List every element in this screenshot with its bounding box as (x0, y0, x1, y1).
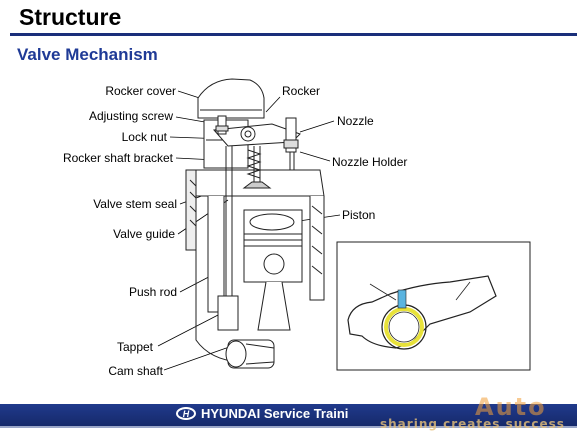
hyundai-logo-icon: H (176, 407, 196, 420)
footer-rule (0, 426, 577, 428)
label-rocker: Rocker (282, 84, 321, 98)
footer-brand-text: HYUNDAI Service Traini (201, 406, 349, 421)
label-piston: Piston (342, 208, 376, 222)
label-rocker-cover: Rocker cover (105, 84, 176, 98)
label-push-rod: Push rod (128, 285, 177, 299)
footer-bar (0, 404, 577, 426)
slide-title: Structure (19, 4, 122, 30)
label-nozzle: Nozzle (337, 114, 374, 128)
label-lock-nut: Lock nut (121, 130, 167, 144)
slide-subtitle: Valve Mechanism (17, 45, 158, 64)
watermark-tagline: sharing creates success (380, 417, 565, 431)
footer-brand: H HYUNDAI Service Traini (176, 406, 348, 421)
label-valve-stem-seal: Valve stem seal (93, 197, 177, 211)
label-nozzle-holder: Nozzle Holder (332, 155, 408, 169)
title-rule (10, 33, 577, 36)
label-adjusting-screw: Adjusting screw (88, 109, 173, 123)
label-tappet: Tappet (116, 340, 153, 354)
rocker-detail-inset (336, 241, 531, 371)
watermark-logo: Auto (475, 393, 547, 421)
label-valve-guide: Valve guide (113, 227, 175, 241)
label-rocker-shaft-bracket: Rocker shaft bracket (62, 151, 173, 165)
label-cam-shaft: Cam shaft (108, 364, 163, 378)
